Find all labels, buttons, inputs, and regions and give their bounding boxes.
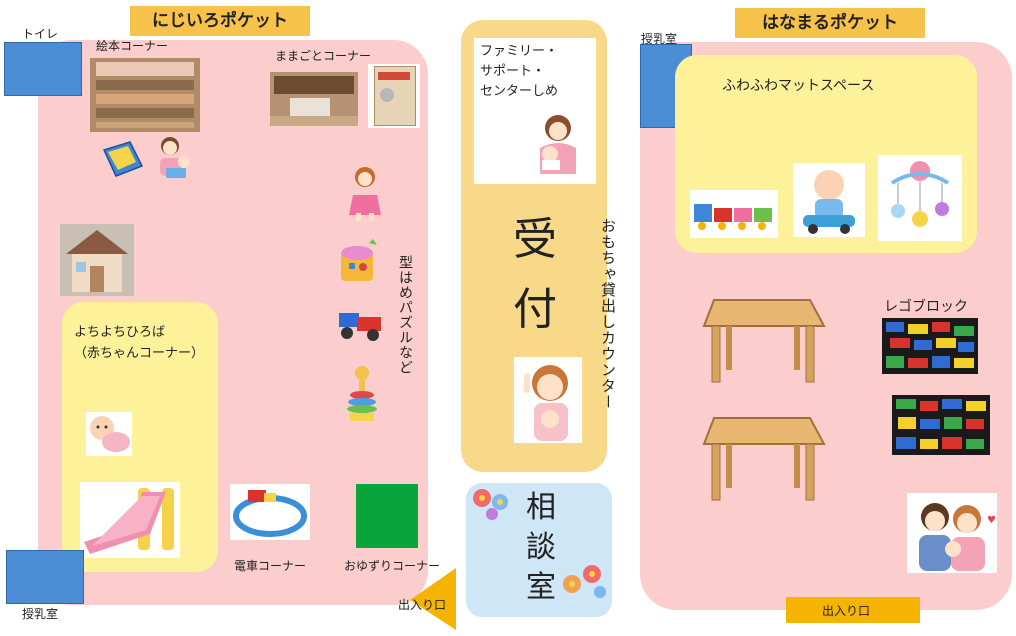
slide-icon	[80, 482, 180, 558]
mamagoto-room-photo	[270, 72, 358, 126]
mother-pointing-icon	[514, 357, 582, 443]
mamagoto-corner-label: ままごとコーナー	[275, 49, 372, 63]
flower-decoration-bottom	[560, 562, 612, 600]
toy-train-icon	[690, 190, 778, 238]
toilet-area	[4, 42, 82, 96]
reception-label: 受付	[513, 214, 557, 335]
oyuzuri-green-box	[356, 484, 418, 548]
hanamaru-pocket-title: はなまるポケット	[735, 8, 925, 38]
giraffe-stacker-icon	[342, 365, 382, 425]
right-nursing-room-label: 授乳室	[641, 32, 678, 46]
left-nursing-room-label: 授乳室	[22, 607, 59, 621]
svg-text:♥: ♥	[987, 515, 996, 526]
mat-space-label: ふわふわマットスペース	[722, 78, 875, 94]
flower-decoration-top	[470, 486, 514, 520]
left-entrance-label: 出入り口	[398, 598, 447, 612]
playhouse-photo	[60, 224, 134, 296]
toilet-label: トイレ	[22, 27, 59, 41]
toy-car-blocks-icon	[335, 305, 387, 345]
densha-corner-label: 電車コーナー	[234, 559, 307, 573]
left-entrance-arrow	[404, 566, 458, 636]
consultation-room	[466, 483, 612, 617]
table-bottom-icon	[700, 414, 826, 504]
toy-lending-counter-label: おもちゃ貸出しカウンター	[599, 218, 617, 410]
mother-reading-icon	[152, 134, 194, 182]
table-top-icon	[700, 296, 826, 386]
lego-photo-bottom	[892, 395, 990, 455]
oyuzuri-corner-label: おゆずりコーナー	[344, 559, 441, 573]
mobile-toy-icon	[878, 155, 962, 241]
picture-book-icon	[100, 140, 146, 180]
family-parents-baby-icon: ♥	[907, 493, 997, 573]
right-entrance-bar	[786, 597, 920, 623]
doll-icon	[345, 163, 385, 223]
shape-sorter-icon	[335, 237, 379, 285]
lego-block-label: レゴブロック	[884, 299, 968, 315]
consultation-room-label: 相談室	[526, 490, 556, 605]
baby-on-car-icon	[793, 163, 865, 237]
mother-holding-baby-icon	[528, 112, 584, 176]
crawling-baby-icon	[86, 412, 132, 456]
train-track-icon	[230, 484, 310, 540]
family-support-label: ファミリー・ サポート・ センターしめ	[480, 44, 559, 99]
yochiyochi-hiroba-label: よちよちひろば （赤ちゃんコーナー）	[74, 325, 205, 361]
lego-photo-top	[882, 318, 978, 374]
nijiiro-pocket-title: にじいろポケット	[130, 6, 310, 36]
bookshelf-photo	[90, 58, 200, 132]
right-entrance-label: 出入り口	[822, 604, 871, 618]
left-nursing-room	[6, 550, 84, 604]
katahame-puzzle-label: 型はめパズルなど	[397, 255, 413, 375]
ehon-corner-label: 絵本コーナー	[96, 39, 169, 53]
toy-kitchen-photo	[368, 64, 420, 128]
